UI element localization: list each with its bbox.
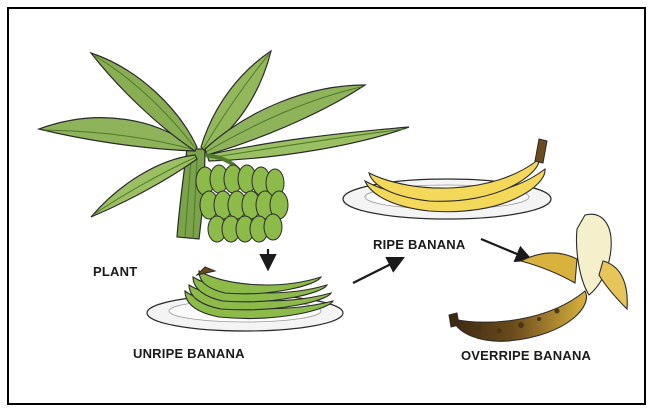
unripe-bananas-plate xyxy=(147,267,343,331)
arrow-right-down-icon xyxy=(481,239,529,259)
diagram-frame: PLANT UNRIPE BANANA RIPE BANANA OVERRIPE… xyxy=(7,7,646,405)
label-overripe-banana: OVERRIPE BANANA xyxy=(461,348,591,363)
diagram-canvas xyxy=(9,9,644,403)
label-plant: PLANT xyxy=(93,264,137,279)
banana-plant-illustration xyxy=(39,51,409,242)
arrow-right-up-icon xyxy=(353,259,401,283)
label-unripe-banana: UNRIPE BANANA xyxy=(133,346,245,361)
peeled-overripe-banana xyxy=(449,214,627,341)
ripe-banana-plate xyxy=(343,139,551,219)
label-ripe-banana: RIPE BANANA xyxy=(373,237,465,252)
